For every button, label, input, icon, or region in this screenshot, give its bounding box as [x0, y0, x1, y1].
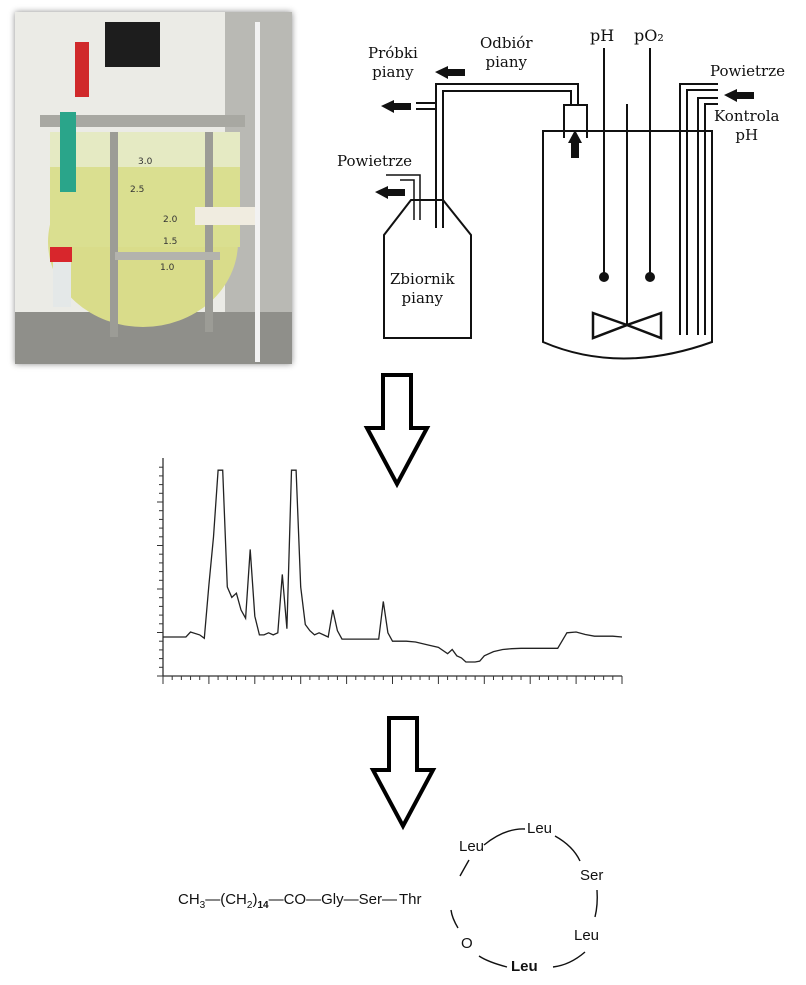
- ring-residue: Leu: [574, 927, 600, 944]
- label-line: Kontrola: [714, 107, 780, 125]
- volume-mark: 1.0: [160, 263, 175, 273]
- residue: CO: [283, 891, 307, 908]
- volume-mark: 3.0: [138, 157, 153, 167]
- residue: Ser: [358, 891, 382, 908]
- ring-residue: Leu: [459, 838, 485, 855]
- repeat-count: 14: [257, 900, 269, 911]
- residue-thr: Thr: [398, 891, 422, 908]
- label-foam-collection: Odbiór piany: [480, 34, 533, 72]
- bond: —: [306, 891, 322, 908]
- ring-ester-oxygen: O: [461, 935, 473, 952]
- label-air-in: Powietrze: [710, 62, 786, 80]
- ring-residue: Leu: [527, 820, 553, 837]
- bond: —: [205, 891, 221, 908]
- paren: ): [252, 891, 258, 908]
- subscript: 2: [246, 900, 253, 911]
- bioreactor-illustration: 3.0 2.5 2.0 1.5 1.0: [15, 12, 292, 364]
- ring-residue-bold: Leu: [511, 958, 538, 975]
- residue: Gly: [321, 891, 344, 908]
- lipopeptide-linear-chain: CH3—(CH2)14—CO—Gly—Ser—Thr: [178, 891, 421, 911]
- label-line: Odbiór: [480, 34, 533, 52]
- volume-mark: 2.5: [130, 185, 144, 195]
- label-line: piany: [372, 63, 414, 81]
- arrow-left-icon: [375, 186, 405, 199]
- label-foam-tank: Zbiornik piany: [390, 270, 455, 308]
- arrow-left-icon: [381, 100, 411, 113]
- bond: —: [343, 891, 359, 908]
- fermenter-vessel: [542, 130, 713, 360]
- arrow-left-icon: [724, 89, 754, 102]
- foam-tank: [383, 199, 472, 339]
- label-line: Próbki: [368, 44, 418, 62]
- label-foam-samples: Próbki piany: [368, 44, 418, 82]
- foam-tube-inner: [442, 90, 572, 228]
- arrow-down-icon: [363, 373, 431, 489]
- chromatogram-trace: [163, 469, 623, 663]
- subscript: 3: [199, 900, 206, 911]
- volume-mark: 1.5: [163, 237, 177, 247]
- po2-probe-tip: [645, 272, 655, 282]
- ch3-group: CH: [178, 891, 200, 908]
- impeller: [591, 311, 663, 340]
- label-line: Zbiornik: [390, 270, 455, 288]
- volume-mark: 2.0: [163, 215, 178, 225]
- bioreactor-photo: 3.0 2.5 2.0 1.5 1.0: [15, 12, 292, 364]
- foam-tube-outer: [435, 83, 579, 228]
- arrow-down-icon: [369, 716, 437, 831]
- label-line: piany: [485, 53, 527, 71]
- ring-residue: Ser: [580, 867, 604, 884]
- arrow-up-icon: [568, 130, 582, 158]
- label-line: piany: [401, 289, 444, 307]
- label-ph-probe: pH: [590, 26, 615, 45]
- sample-outlet: [416, 102, 436, 110]
- ch2-group: (CH: [220, 891, 247, 908]
- label-air-out: Powietrze: [337, 152, 413, 170]
- bond: —: [381, 891, 397, 908]
- chromatogram: [157, 458, 623, 684]
- foam-collector-head: [563, 104, 588, 138]
- bond: —: [268, 891, 284, 908]
- peptide-ring-bonds: [450, 828, 598, 968]
- arrow-left-icon: [435, 66, 465, 79]
- label-ph-control: Kontrola pH: [714, 107, 779, 145]
- ph-probe-tip: [599, 272, 609, 282]
- label-po2-probe: pO₂: [634, 26, 664, 45]
- label-line: pH: [735, 126, 759, 144]
